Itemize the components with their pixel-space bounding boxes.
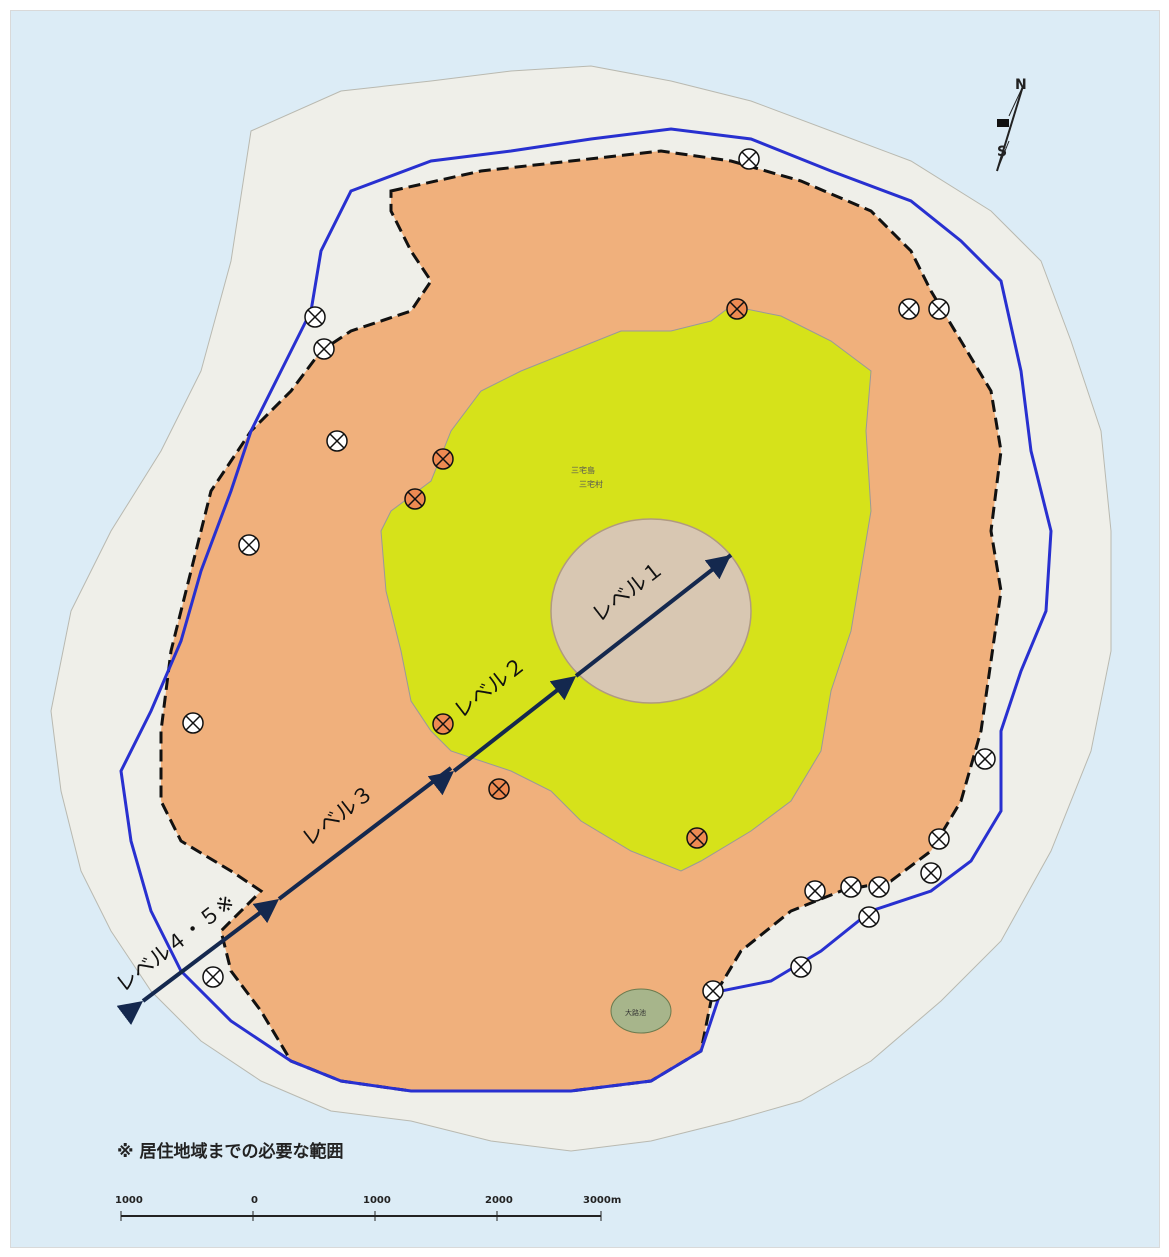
marker-white-18 xyxy=(868,876,890,898)
marker-white-7 xyxy=(898,298,920,320)
scale-label-0: 0 xyxy=(251,1195,258,1206)
marker-orange-0 xyxy=(726,298,748,320)
arrow-level-3 xyxy=(252,766,453,924)
marker-white-6 xyxy=(738,148,760,170)
level-arrows xyxy=(116,553,733,1026)
marker-white-17 xyxy=(840,876,862,898)
marker-white-20 xyxy=(858,906,880,928)
scale-label-1000-left: 1000 xyxy=(115,1195,143,1206)
place-label-village: 三宅村 xyxy=(579,479,603,489)
marker-white-8 xyxy=(928,298,950,320)
south-label: S xyxy=(997,144,1007,160)
arrow-level-2 xyxy=(427,679,571,796)
arrow-level-4-5 xyxy=(116,904,271,1026)
marker-white-15 xyxy=(928,828,950,850)
note-text: ※ 居住地域までの必要な範囲 xyxy=(117,1142,344,1162)
arrow-level-1 xyxy=(549,553,733,701)
marker-white-10 xyxy=(313,338,335,360)
lake xyxy=(610,988,672,1034)
marker-white-19 xyxy=(804,880,826,902)
scale-label-1000: 1000 xyxy=(363,1195,391,1206)
marker-white-12 xyxy=(238,534,260,556)
summit-crater xyxy=(550,518,752,704)
place-label-island: 三宅島 xyxy=(571,465,595,475)
scale-bar: 1000 0 1000 2000 3000m xyxy=(115,1195,621,1221)
marker-orange-4 xyxy=(488,778,510,800)
scale-label-2000: 2000 xyxy=(485,1195,513,1206)
coastal-boundary-line xyxy=(119,127,1053,1093)
marker-white-11 xyxy=(326,430,348,452)
marker-orange-3 xyxy=(432,713,454,735)
markers-group xyxy=(182,148,996,1002)
marker-white-9 xyxy=(304,306,326,328)
place-label-lake: 大路池 xyxy=(625,1008,646,1017)
north-label: N xyxy=(1015,77,1027,93)
map-frame: レベル１ レベル２ レベル３ レベル４・５※ 三宅島 三宅村 大路池 N S 1… xyxy=(10,10,1160,1248)
marker-white-23 xyxy=(202,966,224,988)
marker-white-14 xyxy=(974,748,996,770)
marker-white-21 xyxy=(790,956,812,978)
marker-white-16 xyxy=(920,862,942,884)
north-arrow: N S xyxy=(996,77,1027,172)
marker-white-22 xyxy=(702,980,724,1002)
marker-orange-2 xyxy=(404,488,426,510)
marker-orange-5 xyxy=(686,827,708,849)
marker-orange-1 xyxy=(432,448,454,470)
marker-white-13 xyxy=(182,712,204,734)
scale-label-3000m: 3000m xyxy=(583,1195,621,1206)
volcano-hazard-map: レベル１ レベル２ レベル３ レベル４・５※ 三宅島 三宅村 大路池 N S 1… xyxy=(11,11,1159,1247)
